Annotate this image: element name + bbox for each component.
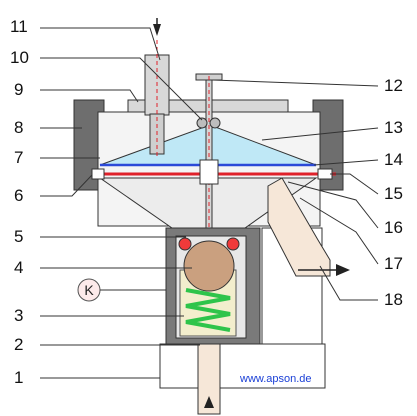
label-11: 11 bbox=[10, 17, 28, 36]
outlet-arrow bbox=[336, 264, 350, 276]
leaders-right bbox=[211, 79, 379, 301]
lever-ball-right bbox=[209, 117, 221, 129]
spring bbox=[185, 288, 231, 332]
inlet-top-arrow bbox=[153, 24, 161, 36]
lever-ball-left bbox=[196, 117, 208, 129]
leaders-left bbox=[40, 27, 203, 379]
label-15: 15 bbox=[384, 184, 403, 203]
outlet-channel bbox=[267, 177, 331, 277]
label-5: 5 bbox=[14, 227, 23, 246]
label-16: 16 bbox=[384, 218, 403, 237]
valve-ball bbox=[183, 240, 235, 292]
k-label: K bbox=[84, 282, 94, 298]
valve-seat-left bbox=[178, 237, 192, 251]
label-2: 2 bbox=[14, 335, 23, 354]
label-8: 8 bbox=[14, 118, 23, 137]
label-4: 4 bbox=[14, 258, 23, 277]
credit-text: www.apson.de bbox=[239, 373, 312, 385]
label-7: 7 bbox=[14, 148, 23, 167]
label-1: 1 bbox=[14, 368, 23, 387]
label-13: 13 bbox=[384, 118, 403, 137]
label-14: 14 bbox=[384, 150, 403, 169]
label-6: 6 bbox=[14, 186, 23, 205]
inlet-block bbox=[159, 343, 326, 389]
membrane-clamp-left bbox=[91, 168, 105, 180]
label-17: 17 bbox=[384, 254, 403, 273]
inlet-pipe bbox=[197, 343, 221, 415]
label-3: 3 bbox=[14, 306, 23, 325]
inlet-bottom-arrow bbox=[204, 396, 214, 408]
label-18: 18 bbox=[384, 290, 403, 309]
valve-seat-right bbox=[226, 237, 240, 251]
label-10: 10 bbox=[10, 48, 29, 67]
label-12: 12 bbox=[384, 76, 403, 95]
rod-nut bbox=[199, 159, 219, 185]
membrane-clamp-right bbox=[317, 168, 333, 180]
label-9: 9 bbox=[14, 80, 23, 99]
